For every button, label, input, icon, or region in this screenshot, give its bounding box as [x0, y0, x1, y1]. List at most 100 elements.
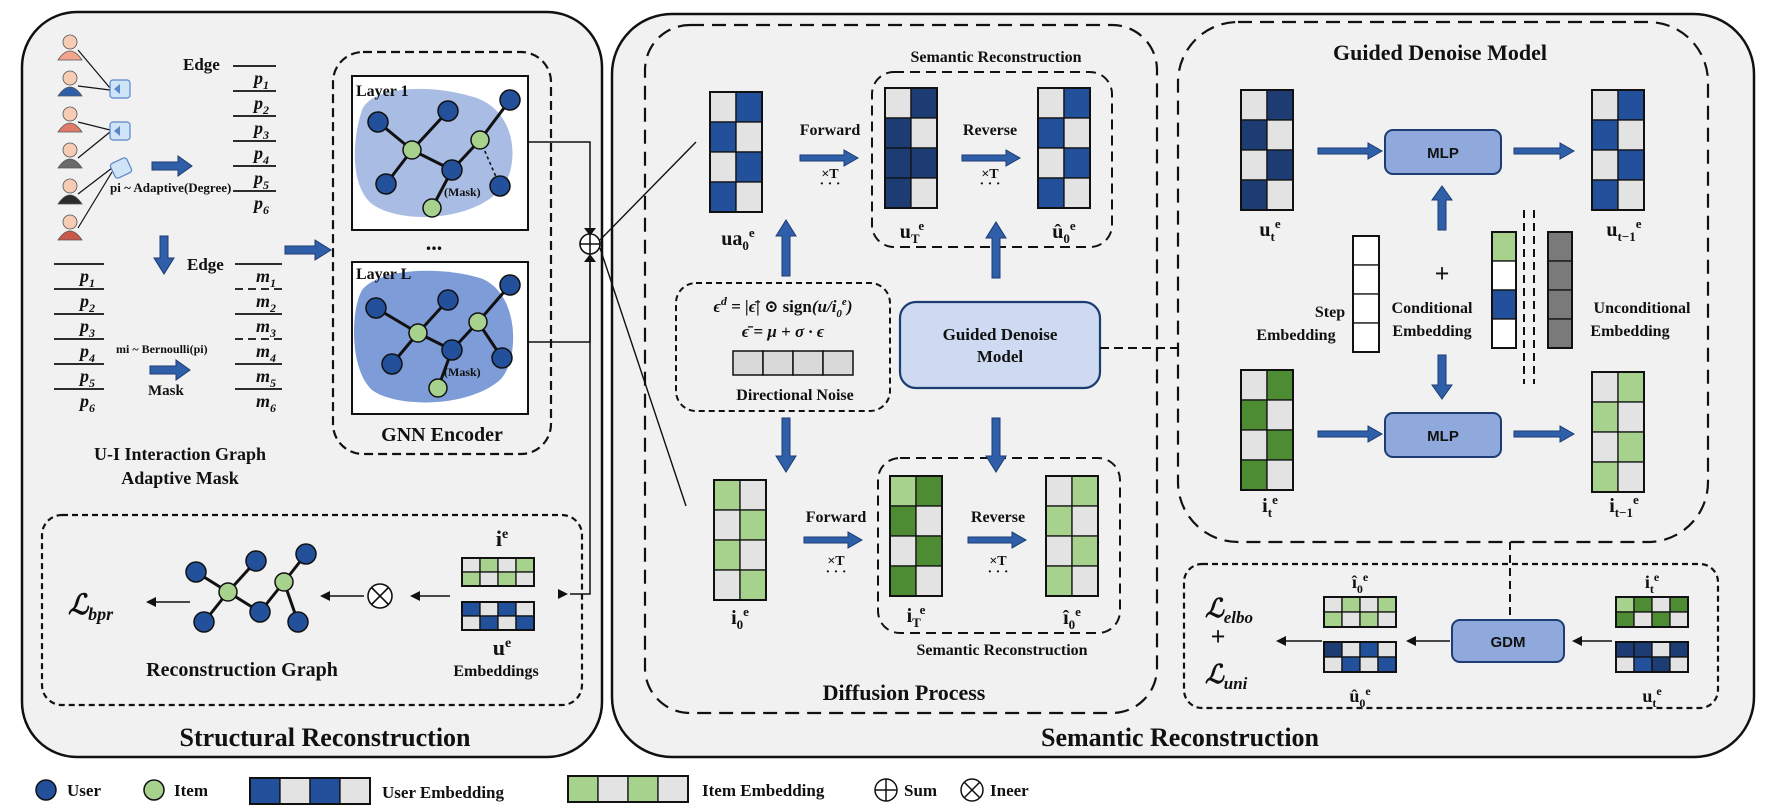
embedding-cell	[1633, 596, 1653, 613]
embedding-cell	[739, 509, 767, 541]
embedding-border	[1037, 87, 1091, 209]
mlp-bottom-label: MLP	[1427, 428, 1459, 445]
recon-graph-box	[40, 513, 584, 707]
gdm-model-box	[898, 300, 1102, 390]
item-node	[274, 572, 294, 592]
embedding-cell	[713, 569, 741, 601]
dots-bot2: · · ·	[987, 565, 1008, 580]
diffusion-title: Diffusion Process	[823, 680, 986, 705]
embedding-cell	[884, 147, 912, 179]
embedding-cell	[910, 117, 938, 149]
embedding-cell	[1037, 177, 1065, 209]
embedding-cell	[1491, 289, 1517, 320]
it1-label: it−1e	[1609, 492, 1639, 520]
block-arrow-icon	[967, 531, 1028, 549]
embedding-cell	[1591, 461, 1619, 493]
embedding-cell	[1240, 429, 1268, 461]
embedding-border	[461, 557, 535, 587]
condition-embeddings	[1352, 231, 1573, 353]
loss-elbo: ℒelbo	[1205, 594, 1253, 627]
embedding-cell	[1591, 119, 1619, 151]
embedding-cell	[1266, 399, 1294, 431]
user-node	[437, 100, 459, 122]
eq1-sub-0: 0	[836, 308, 842, 320]
item-node	[428, 378, 448, 398]
embedding-cell	[627, 775, 659, 803]
forward-top: Forward	[800, 122, 861, 139]
mask-arrow-icon	[149, 359, 191, 381]
user-node	[375, 173, 397, 195]
embedding-cell	[709, 181, 737, 213]
p-label-top-sub: 1	[263, 78, 269, 92]
user-node	[489, 175, 511, 197]
user-node	[249, 601, 271, 623]
embedding-cell	[915, 535, 943, 567]
embedding-cell	[249, 777, 281, 805]
embedding-cell	[1615, 641, 1635, 658]
dots-bot1: · · ·	[825, 565, 846, 580]
embedding-border	[1323, 596, 1397, 628]
loss-it-matrix	[1615, 596, 1689, 628]
embedding-cell	[1615, 596, 1635, 613]
block-arrow-icon	[799, 149, 860, 167]
m-label-sub: 4	[269, 351, 276, 365]
embedding-cell	[915, 565, 943, 597]
embedding-cell	[657, 775, 689, 803]
embedding-cell	[1669, 641, 1689, 658]
eq1-arg: (u/i	[812, 297, 837, 316]
caption-line2: Adaptive Mask	[121, 468, 239, 488]
step-embedding	[1352, 235, 1380, 353]
user-avatar-icon	[57, 142, 83, 169]
gnn-title: GNN Encoder	[381, 424, 503, 446]
user-node	[381, 353, 403, 375]
embedding-cell	[1547, 260, 1573, 291]
embedding-cell	[1240, 399, 1268, 431]
gdm-title: Guided Denoise Model	[1333, 40, 1547, 65]
embedding-cell	[479, 615, 499, 631]
embedding-cell	[1359, 641, 1379, 658]
embedding-border	[1240, 89, 1294, 211]
layers-ellipsis: ...	[426, 230, 443, 255]
embedding-cell	[884, 177, 912, 209]
step-line2: Embedding	[1256, 327, 1335, 344]
embedding-cell	[1045, 505, 1073, 537]
unconditional-embedding	[1547, 231, 1573, 349]
legend-inner: Ineer	[990, 781, 1029, 800]
mask-label: Mask	[148, 383, 184, 399]
block-arrow-icon	[1513, 425, 1576, 443]
embedding-cell	[1591, 149, 1619, 181]
embedding-cell	[479, 601, 499, 617]
layerL-label: Layer L	[356, 266, 411, 283]
block-arrow-icon	[803, 531, 864, 549]
user-node	[441, 159, 463, 181]
block-arrow-icon	[284, 239, 332, 261]
embedding-cell	[597, 775, 629, 803]
embedding-cell	[1323, 641, 1343, 658]
embedding-cell	[1037, 147, 1065, 179]
i0-matrix	[713, 479, 767, 601]
item-node	[408, 323, 428, 343]
reconstruction-graph	[185, 543, 317, 633]
embedding-cell	[889, 505, 917, 537]
loss-elbo-sub: elbo	[1224, 608, 1253, 627]
noise-cell	[792, 350, 824, 376]
embedding-cell	[1617, 431, 1645, 463]
embedding-cell	[735, 181, 763, 213]
embedding-border	[1615, 641, 1689, 673]
loss-i0hat-matrix	[1323, 596, 1397, 628]
p-label-top-sub: 6	[263, 203, 269, 217]
item-node	[402, 140, 422, 160]
embedding-cell	[461, 557, 481, 573]
legend-sum: Sum	[904, 781, 937, 800]
embedding-border	[1591, 89, 1645, 211]
embedding-cell	[1071, 475, 1099, 507]
embedding-border	[1045, 475, 1099, 597]
embedding-cell	[1617, 179, 1645, 211]
loss-u0hat-sub: 0	[1359, 696, 1365, 710]
mlp-bottom-box	[1384, 412, 1502, 458]
i0hat-matrix	[1045, 475, 1099, 597]
dots-top1: · · ·	[819, 177, 840, 192]
p-label-top-sub: 5	[263, 178, 269, 192]
embedding-cell	[309, 777, 341, 805]
embedding-cell	[1240, 459, 1268, 491]
